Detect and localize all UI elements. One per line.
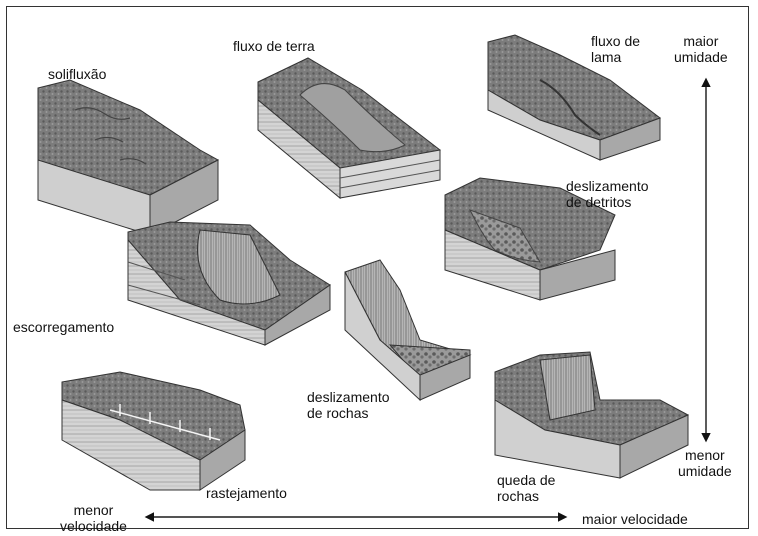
label-solifluxao: solifluxão [48, 66, 107, 82]
label-escorregamento: escorregamento [13, 319, 115, 335]
escorregamento-block [127, 221, 331, 346]
deslizamento-de-rochas-block [344, 259, 472, 402]
deslizamento-de-detritos-block [444, 177, 616, 301]
solifluxao-block [37, 79, 220, 236]
fluxo-de-lama-block [487, 34, 662, 161]
queda-de-rochas-block [494, 351, 690, 479]
fluxo-de-terra-block [257, 57, 441, 200]
label-fluxo-de-terra: fluxo de terra [233, 38, 315, 54]
figure-frame [6, 6, 749, 529]
label-rastejamento: rastejamento [206, 485, 287, 501]
rastejamento-block [61, 371, 246, 491]
label-maior-velocidade: maior velocidade [582, 511, 688, 527]
